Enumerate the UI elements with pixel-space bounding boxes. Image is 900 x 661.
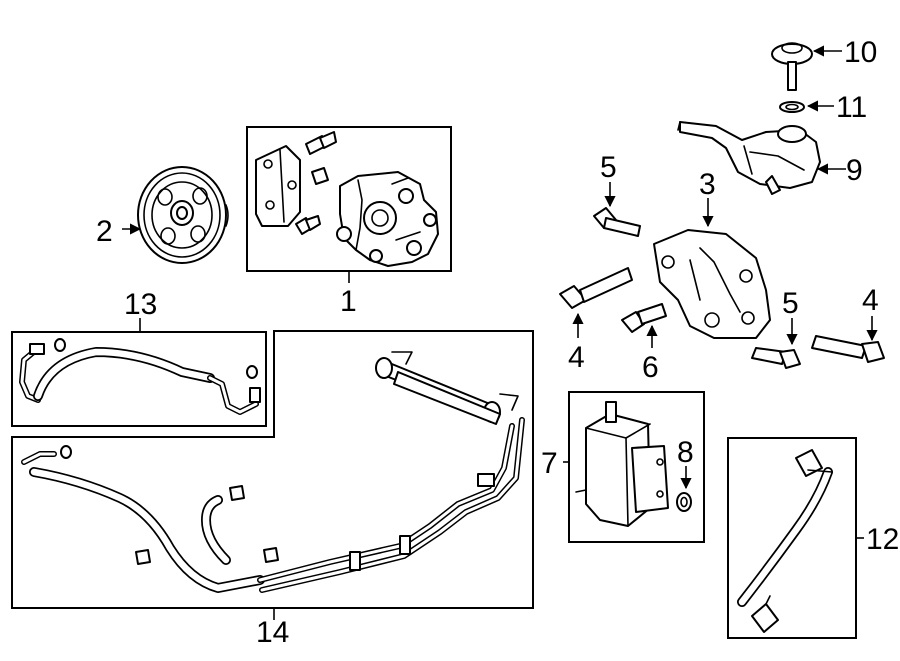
pump-bolt-part[interactable] bbox=[295, 131, 337, 235]
callout-4-right: 4 bbox=[862, 284, 879, 317]
callout-8: 8 bbox=[677, 436, 694, 469]
reservoir-cap-10-part[interactable] bbox=[771, 42, 813, 91]
reservoir-bracket-part[interactable] bbox=[653, 229, 771, 339]
callout-5-lower: 5 bbox=[782, 287, 799, 320]
bolt-5-lower-part[interactable] bbox=[751, 347, 801, 369]
return-line-14-part[interactable] bbox=[21, 417, 525, 593]
callout-1: 1 bbox=[340, 285, 357, 318]
callout-6: 6 bbox=[642, 351, 659, 384]
hose-12-part[interactable] bbox=[737, 449, 833, 633]
pulley-part[interactable] bbox=[137, 166, 229, 264]
callout-14: 14 bbox=[256, 616, 289, 649]
hose-13-box bbox=[11, 331, 267, 427]
callout-5-upper: 5 bbox=[600, 151, 617, 184]
callout-13: 13 bbox=[124, 288, 157, 321]
reservoir-7-part[interactable] bbox=[575, 401, 669, 527]
callout-7: 7 bbox=[541, 447, 558, 480]
pump-body-part[interactable] bbox=[336, 171, 439, 267]
reservoir-kit-box bbox=[568, 391, 705, 543]
stud-6-part[interactable] bbox=[621, 303, 667, 333]
hose-14-box bbox=[11, 330, 534, 609]
bolt-4-left-part[interactable] bbox=[559, 267, 633, 309]
pressure-hose-13-part[interactable] bbox=[19, 338, 261, 415]
callout-4-left: 4 bbox=[568, 341, 585, 374]
bolt-4-right-part[interactable] bbox=[811, 335, 885, 363]
callout-9: 9 bbox=[846, 154, 863, 187]
callout-11: 11 bbox=[836, 91, 867, 124]
cooler-part[interactable] bbox=[375, 351, 519, 425]
bolt-5-upper-part[interactable] bbox=[593, 207, 641, 237]
callout-12: 12 bbox=[866, 523, 899, 556]
callout-10: 10 bbox=[844, 36, 877, 69]
o-ring-11-part[interactable] bbox=[779, 101, 805, 113]
callout-2: 2 bbox=[96, 215, 113, 248]
seal-8-part[interactable] bbox=[676, 492, 692, 512]
callout-3: 3 bbox=[699, 168, 716, 201]
pump-bracket-part[interactable] bbox=[255, 145, 301, 227]
reservoir-9-part[interactable] bbox=[677, 121, 821, 195]
